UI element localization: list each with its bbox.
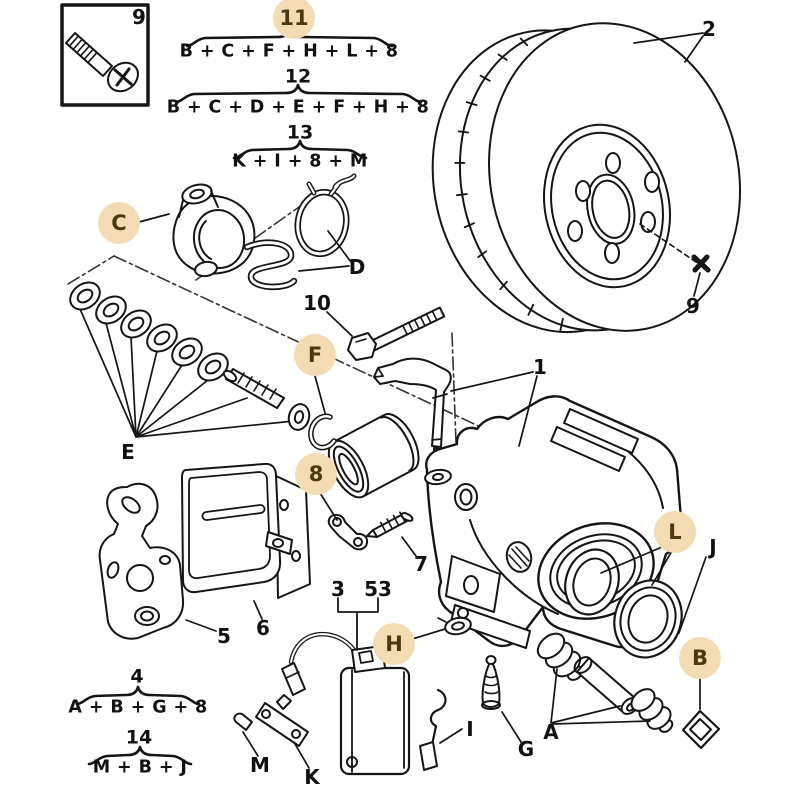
badge-L-seal[interactable]: L [654, 511, 696, 553]
group-12-number[interactable]: 12 [284, 65, 312, 88]
callout-2-disc: 2 [702, 17, 716, 41]
brake-disc-drawing [431, 22, 742, 334]
retainer-clip-drawing [308, 413, 337, 451]
group-13-formula[interactable]: K + I + 8 + M [232, 151, 368, 172]
boot-kit-drawing [536, 632, 674, 733]
callout-7-stud: 7 [414, 552, 428, 576]
badge-F-retainer[interactable]: F [294, 334, 336, 376]
inset-screw-box [60, 3, 150, 107]
group-11-number[interactable]: 11 [273, 0, 315, 39]
carrier-part-drawing [172, 183, 256, 278]
callout-9-hub-screw: 9 [686, 294, 700, 318]
group-12-formula[interactable]: B + C + D + E + F + H + 8 [166, 97, 430, 118]
square-seal-drawing [681, 709, 721, 750]
keeper-and-stud-drawing [327, 511, 414, 551]
callout-53-pad: 53 [364, 577, 392, 601]
callout-G-cap: G [517, 737, 535, 761]
washer-set-drawing [69, 281, 311, 438]
callout-6-shield: 6 [256, 616, 270, 640]
screw-position-mark [639, 223, 711, 297]
shield-drawing [181, 462, 311, 599]
callout-A-boots: A [543, 720, 559, 744]
group-14-number[interactable]: 14 [125, 726, 153, 749]
badge-8-keeper[interactable]: 8 [295, 453, 337, 495]
callout-9-inset: 9 [132, 5, 146, 29]
spring-and-clip-drawing [243, 173, 357, 291]
callout-D-clip: D [348, 255, 366, 279]
group-14-formula[interactable]: M + B + J [92, 757, 188, 778]
group-13-number[interactable]: 13 [286, 121, 314, 144]
group-11-formula[interactable]: B + C + F + H + L + 8 [179, 41, 399, 62]
badge-H-grommet[interactable]: H [373, 623, 415, 665]
guide-bolt-drawing [347, 306, 446, 361]
group-4-formula[interactable]: A + B + G + 8 [68, 697, 208, 718]
wire-hardware-drawing [233, 702, 309, 747]
formula-braces [75, 27, 423, 766]
badge-C-carrier[interactable]: C [98, 202, 140, 244]
callout-10-guide-bolt: 10 [303, 291, 331, 315]
badge-B-square-seal[interactable]: B [679, 637, 721, 679]
piston-drawing [327, 413, 420, 499]
callout-K-channel: K [304, 765, 320, 789]
callout-E-washer-set: E [121, 440, 135, 464]
brake-pad-drawing [276, 597, 411, 776]
callout-5-bracket: 5 [217, 624, 231, 648]
small-parts-drawing [419, 616, 501, 771]
bracket-drawing [98, 482, 185, 640]
callout-3-pad: 3 [331, 577, 345, 601]
callout-M-wire-clip: M [250, 753, 270, 777]
callout-I-spring: I [466, 717, 474, 741]
group-4-number[interactable]: 4 [130, 665, 144, 688]
callout-1-caliper: 1 [533, 355, 547, 379]
seal-rings-drawing [564, 548, 683, 659]
callout-J-boot: J [709, 535, 717, 559]
leader-lines [138, 32, 707, 769]
